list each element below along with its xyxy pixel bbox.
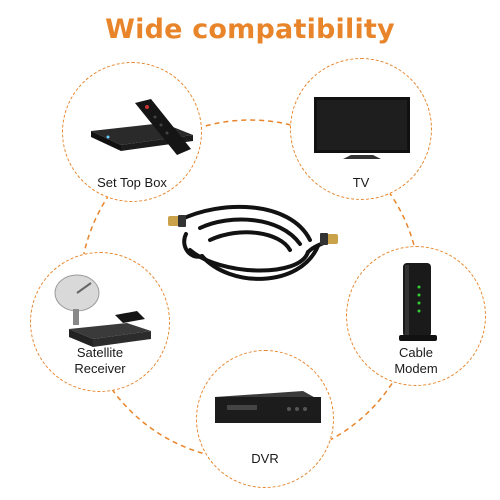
- tv-icon: [314, 97, 410, 159]
- satellite-receiver-label-line1: Satellite: [76, 345, 124, 360]
- cable-modem-label-line2: Modem: [394, 361, 438, 376]
- dvr-label: DVR: [251, 451, 279, 466]
- cable-modem-node: Cable Modem: [346, 246, 486, 386]
- dvr-node: DVR: [196, 350, 334, 488]
- cable-modem-label: Cable Modem: [347, 345, 485, 377]
- cable-modem-label-line1: Cable: [399, 345, 433, 360]
- set-top-box-node: Set Top Box: [62, 62, 202, 202]
- cable-modem-icon: [399, 263, 437, 341]
- page-title: Wide compatibility: [105, 14, 395, 45]
- set-top-box-icon: [91, 99, 193, 155]
- set-top-box-label: Set Top Box: [97, 175, 167, 190]
- satellite-receiver-label-line2: Receiver: [74, 361, 126, 376]
- tv-label: TV: [352, 175, 370, 190]
- satellite-receiver-label: Satellite Receiver: [31, 345, 169, 377]
- dvr-icon: [215, 391, 321, 423]
- coaxial-cable-icon: [168, 204, 338, 281]
- satellite-receiver-node: Satellite Receiver: [30, 252, 170, 392]
- tv-node: TV: [290, 58, 432, 200]
- satellite-receiver-icon: [54, 274, 151, 347]
